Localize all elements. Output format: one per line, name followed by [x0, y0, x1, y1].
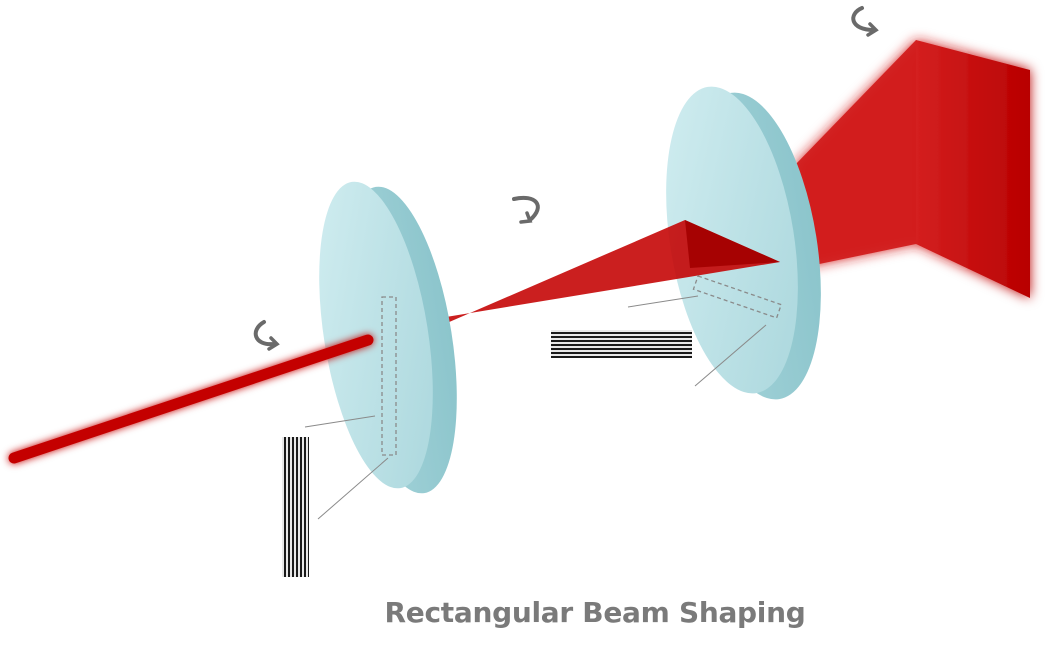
first-cylindrical-lens: [319, 181, 457, 494]
rotate-arrow-icon: [253, 320, 280, 351]
vertical-line-pattern: [282, 437, 309, 577]
rotate-arrow-icon: [851, 6, 879, 37]
diagram-caption: Rectangular Beam Shaping: [384, 596, 806, 629]
horizontal-line-pattern: [551, 330, 692, 358]
input-beam: [8, 334, 374, 464]
intermediate-beam: [440, 220, 780, 326]
lens-1-aperture-marker: [381, 296, 397, 456]
lens-2-aperture-marker: [692, 275, 783, 319]
leader-lines: [304, 295, 767, 520]
output-beam: [795, 40, 1030, 298]
rotate-arrow-icon: [512, 195, 540, 224]
second-cylindrical-lens: [666, 86, 821, 400]
